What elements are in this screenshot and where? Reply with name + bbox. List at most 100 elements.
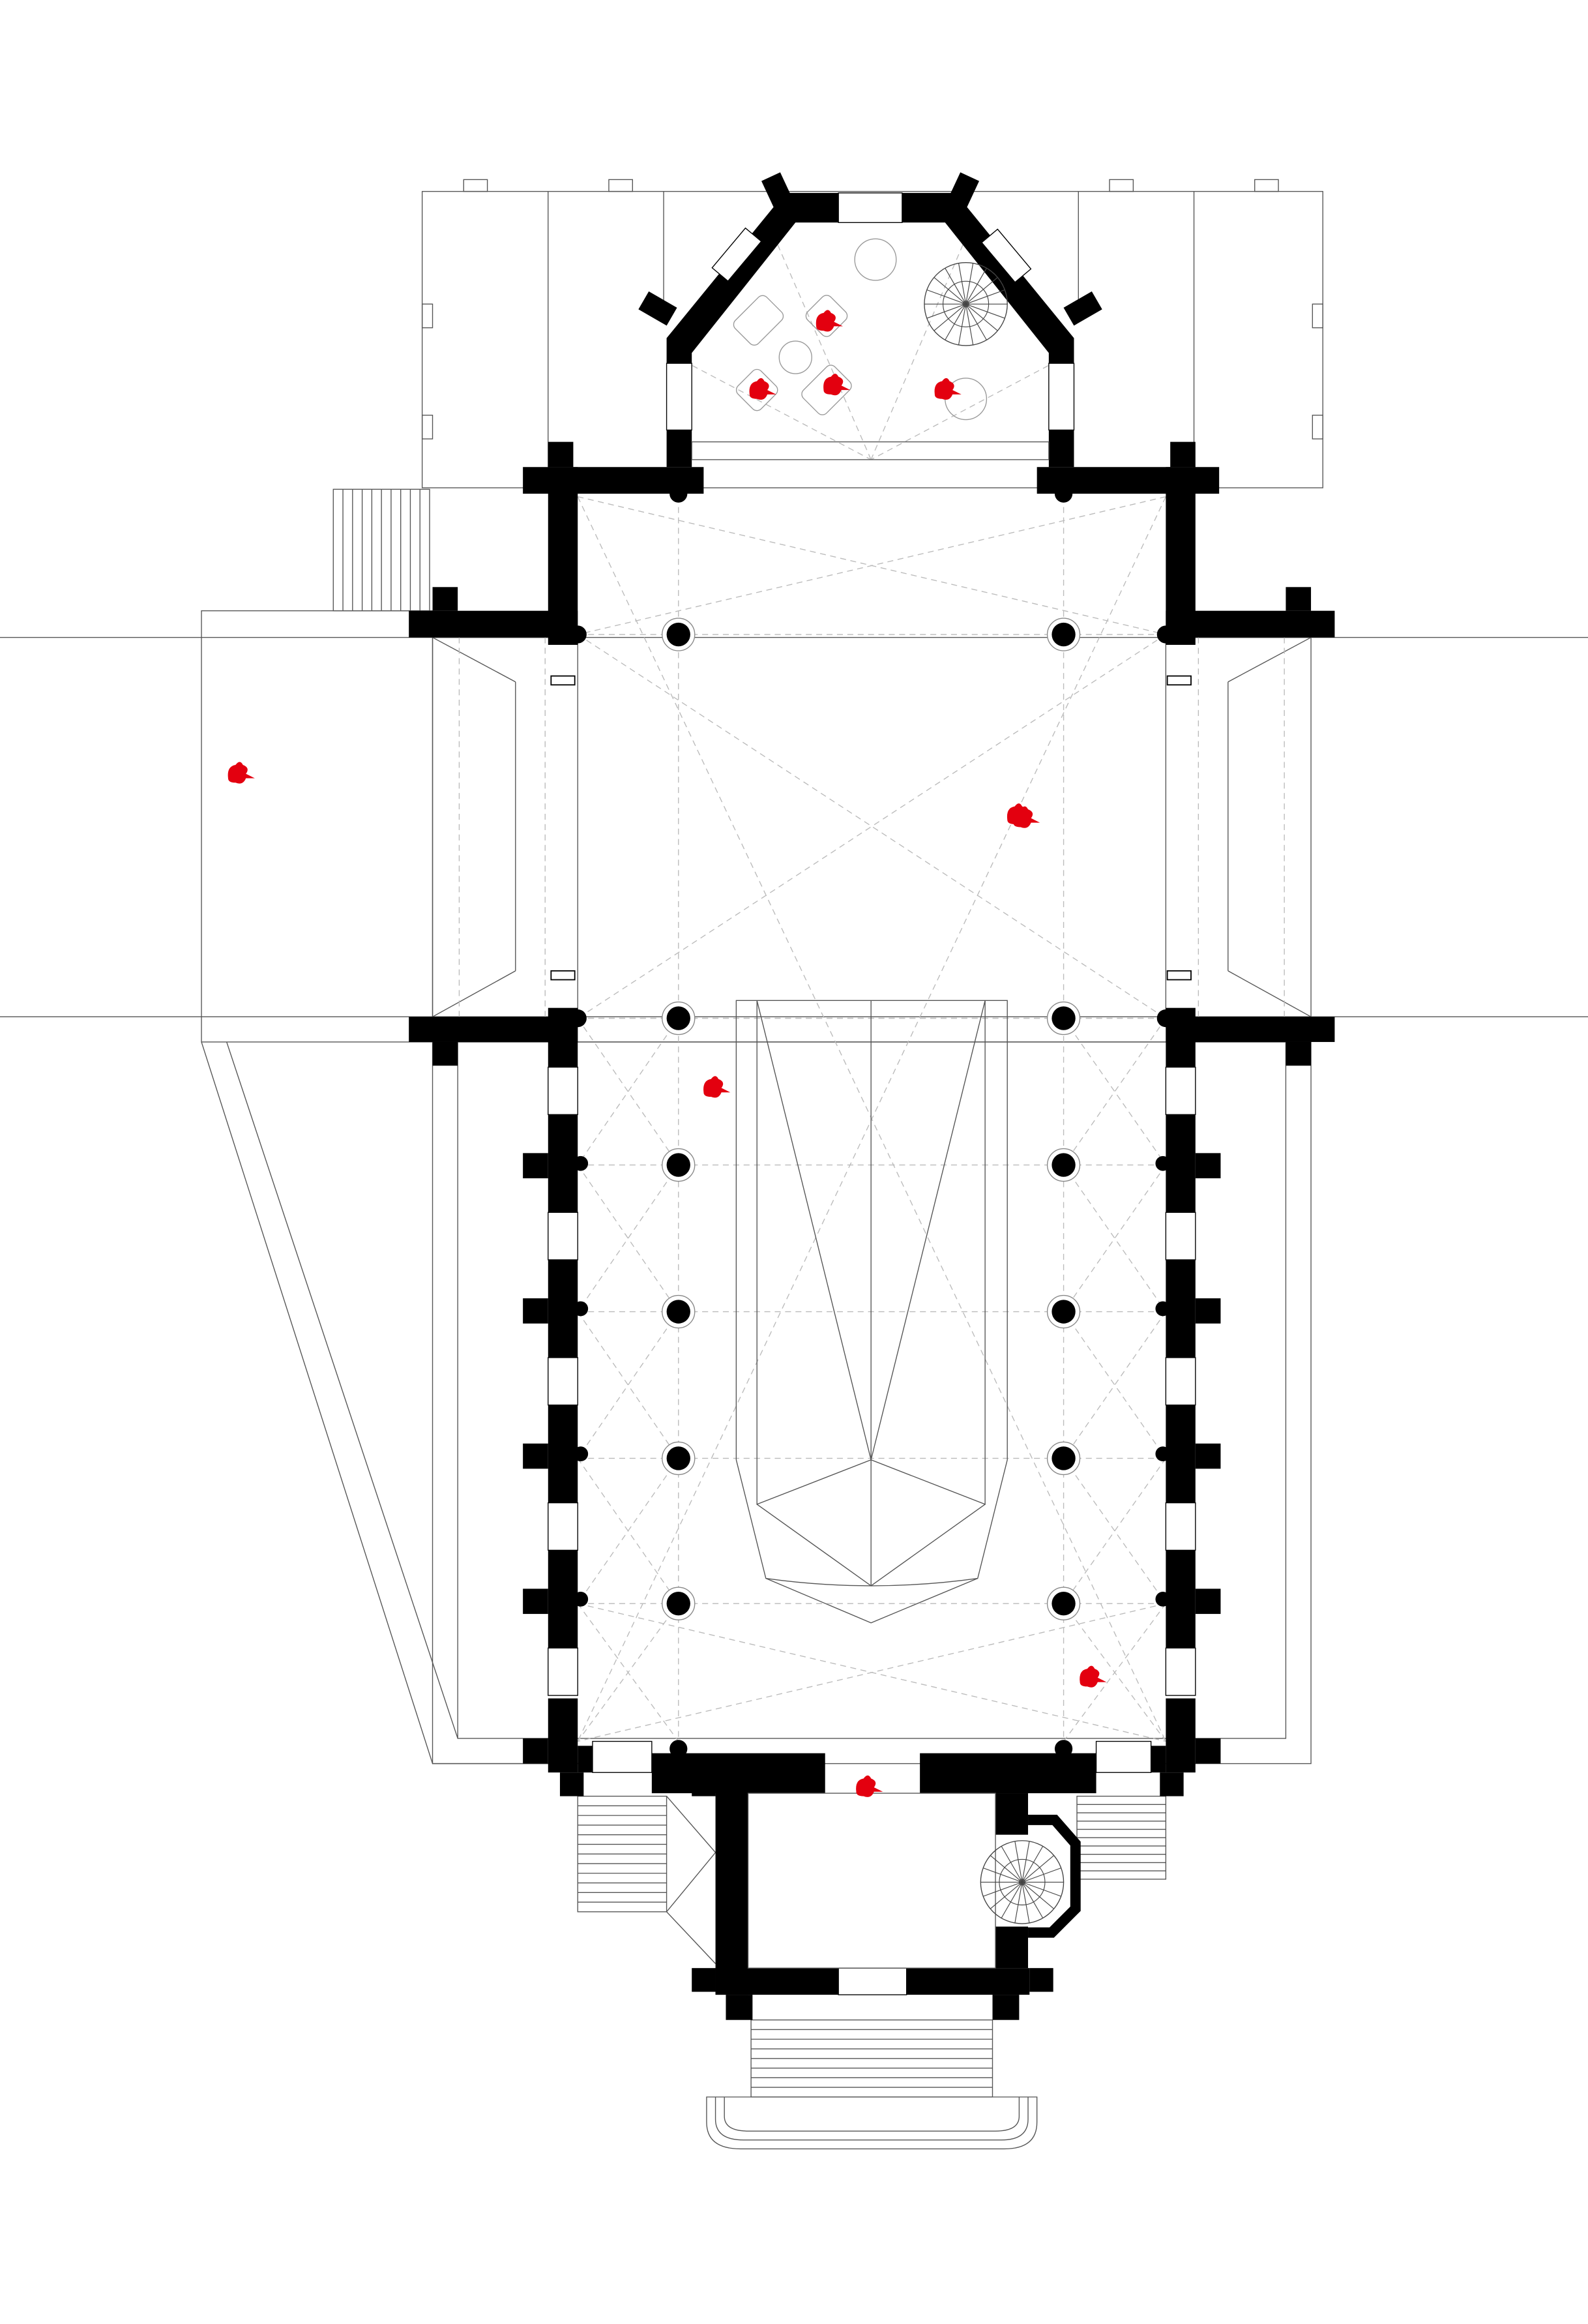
- vault-rib: [577, 1018, 679, 1165]
- pier-column: [669, 484, 688, 503]
- buttress: [523, 1443, 548, 1469]
- person-figure: [749, 378, 776, 400]
- person-figure: [1012, 806, 1040, 828]
- buttress: [1195, 1443, 1221, 1469]
- window: [1165, 1066, 1196, 1115]
- window: [1165, 1502, 1196, 1551]
- column: [666, 622, 690, 647]
- spiral-step: [1001, 1845, 1023, 1883]
- buttress: [523, 1588, 548, 1615]
- window: [548, 1647, 578, 1696]
- vault-rib: [577, 1311, 679, 1459]
- vault-rib: [1063, 1458, 1166, 1604]
- vault-rib: [577, 1603, 679, 1742]
- pier-column: [1155, 1155, 1171, 1171]
- choir-platform: [735, 1000, 1008, 1624]
- door: [550, 675, 576, 686]
- spiral-step: [1014, 1882, 1023, 1924]
- vault-rib: [1063, 1603, 1166, 1742]
- person-figure: [816, 310, 843, 332]
- pier-column: [573, 1155, 589, 1171]
- window: [1165, 1212, 1196, 1260]
- buttress: [1195, 1588, 1221, 1615]
- vault-rib: [1063, 1018, 1166, 1165]
- pier-column: [568, 625, 587, 644]
- vault-rib: [1063, 1165, 1166, 1312]
- vault-rib: [577, 1165, 679, 1312]
- person-figure: [1080, 1665, 1107, 1688]
- spiral-step: [934, 276, 966, 305]
- buttress: [523, 1298, 548, 1324]
- pier-column: [1156, 1009, 1175, 1028]
- column: [1051, 622, 1076, 647]
- buttress: [1195, 1153, 1221, 1178]
- wall-pier: [1166, 1405, 1196, 1503]
- buttresses: [523, 675, 1221, 1696]
- spiral-step: [965, 303, 1005, 319]
- door: [550, 970, 576, 981]
- spiral-step: [990, 1881, 1023, 1909]
- vault-rib: [577, 1018, 679, 1165]
- column: [666, 1300, 690, 1324]
- spiral-step: [965, 303, 998, 331]
- wall-pier: [1166, 1114, 1196, 1213]
- spiral-step: [965, 263, 974, 305]
- site-lines: [0, 179, 1588, 1765]
- spiral-step: [990, 1855, 1023, 1883]
- side-stairs-bottom-left: [577, 1795, 716, 1964]
- door: [1166, 970, 1192, 981]
- spiral-step: [1022, 1841, 1030, 1883]
- pier-column: [568, 1009, 587, 1028]
- vault-rib: [1063, 1311, 1166, 1459]
- pier-column: [1054, 1740, 1073, 1758]
- wall-pier: [548, 1550, 578, 1648]
- spiral-step: [1022, 1882, 1044, 1918]
- side-stairs-top: [332, 488, 430, 612]
- spiral-step: [965, 276, 998, 305]
- spiral-step: [1022, 1882, 1030, 1924]
- spiral-step: [982, 1881, 1023, 1897]
- column: [1051, 1006, 1076, 1030]
- person-figure: [823, 374, 851, 396]
- spiral-stair-apse: [924, 261, 1008, 346]
- column: [666, 1006, 690, 1030]
- vault-rib: [1063, 1018, 1166, 1165]
- column: [1051, 1446, 1076, 1470]
- spiral-step: [945, 267, 967, 305]
- spiral-step: [926, 303, 966, 319]
- column: [1051, 1153, 1076, 1177]
- pier-column: [573, 1446, 589, 1462]
- vault-rib: [1063, 1165, 1166, 1312]
- spiral-step: [1022, 1881, 1061, 1897]
- spiral-step: [926, 289, 966, 305]
- side-stairs-bottom-right: [1076, 1795, 1167, 1880]
- column: [666, 1446, 690, 1470]
- pier-column: [1155, 1301, 1171, 1317]
- vault-rib: [577, 1458, 679, 1604]
- pier-column: [1054, 484, 1073, 503]
- wall-pier: [1166, 1550, 1196, 1648]
- spiral-step: [934, 303, 966, 331]
- spiral-step: [965, 289, 1005, 305]
- column: [666, 1591, 690, 1616]
- human-figures: [228, 310, 1107, 1797]
- wall-pier: [548, 1259, 578, 1358]
- column: [1051, 1591, 1076, 1616]
- vault-rib: [577, 1311, 679, 1459]
- window: [548, 1357, 578, 1406]
- spiral-stair-tower: [980, 1840, 1065, 1924]
- buttress: [523, 1153, 548, 1178]
- entrance-walls: [523, 1698, 1221, 2020]
- column: [666, 1153, 690, 1177]
- window: [548, 1212, 578, 1260]
- aisle-vault-lines: [577, 1017, 1166, 1742]
- spiral-step: [1001, 1882, 1023, 1918]
- front-stairs: [706, 2019, 1038, 2150]
- door: [1166, 675, 1192, 686]
- person-figure: [934, 378, 962, 400]
- spiral-step: [1022, 1845, 1044, 1883]
- pier-column: [1155, 1591, 1171, 1607]
- vault-rib: [577, 1165, 679, 1312]
- spiral-step: [945, 304, 967, 340]
